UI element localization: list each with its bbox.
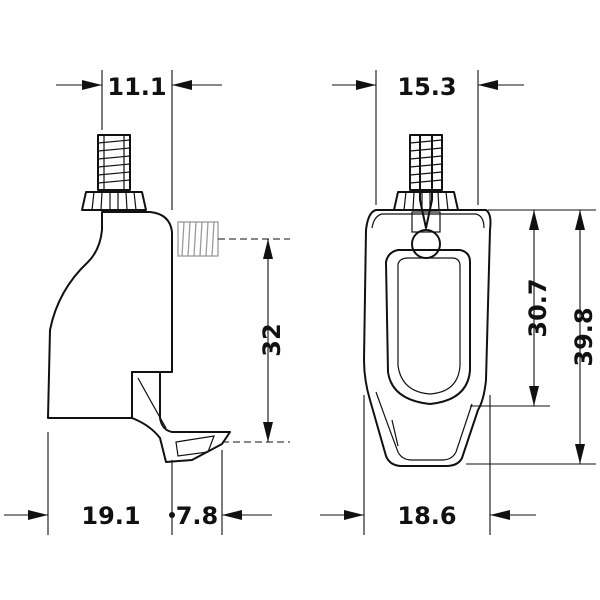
front-knurled-collar — [393, 191, 459, 211]
dim-label-top-left: 11.1 — [107, 73, 166, 101]
side-gray-screw — [177, 221, 219, 257]
dim-label-bottom-left-a: 19.1 — [81, 502, 140, 530]
dim-label-bottom-left-b: 7.8 — [176, 502, 219, 530]
side-view — [47, 134, 290, 463]
side-bracket-body — [47, 211, 173, 419]
dimension-lines — [4, 70, 596, 535]
front-ball-head — [411, 229, 441, 259]
front-view — [363, 134, 492, 467]
side-knurled-collar — [81, 191, 147, 211]
dim-label-height-left: 32 — [258, 323, 286, 356]
front-threaded-stud — [409, 134, 443, 229]
dim-label-top-right: 15.3 — [397, 73, 456, 101]
side-threaded-stud — [97, 134, 131, 191]
dim-label-bottom-right: 18.6 — [397, 502, 456, 530]
side-hook-lip — [131, 371, 231, 463]
front-outer-body — [363, 209, 492, 467]
dim-label-height-outer: 39.8 — [570, 307, 598, 366]
dim-label-height-inner: 30.7 — [524, 278, 552, 337]
front-inner-opening — [385, 249, 471, 405]
